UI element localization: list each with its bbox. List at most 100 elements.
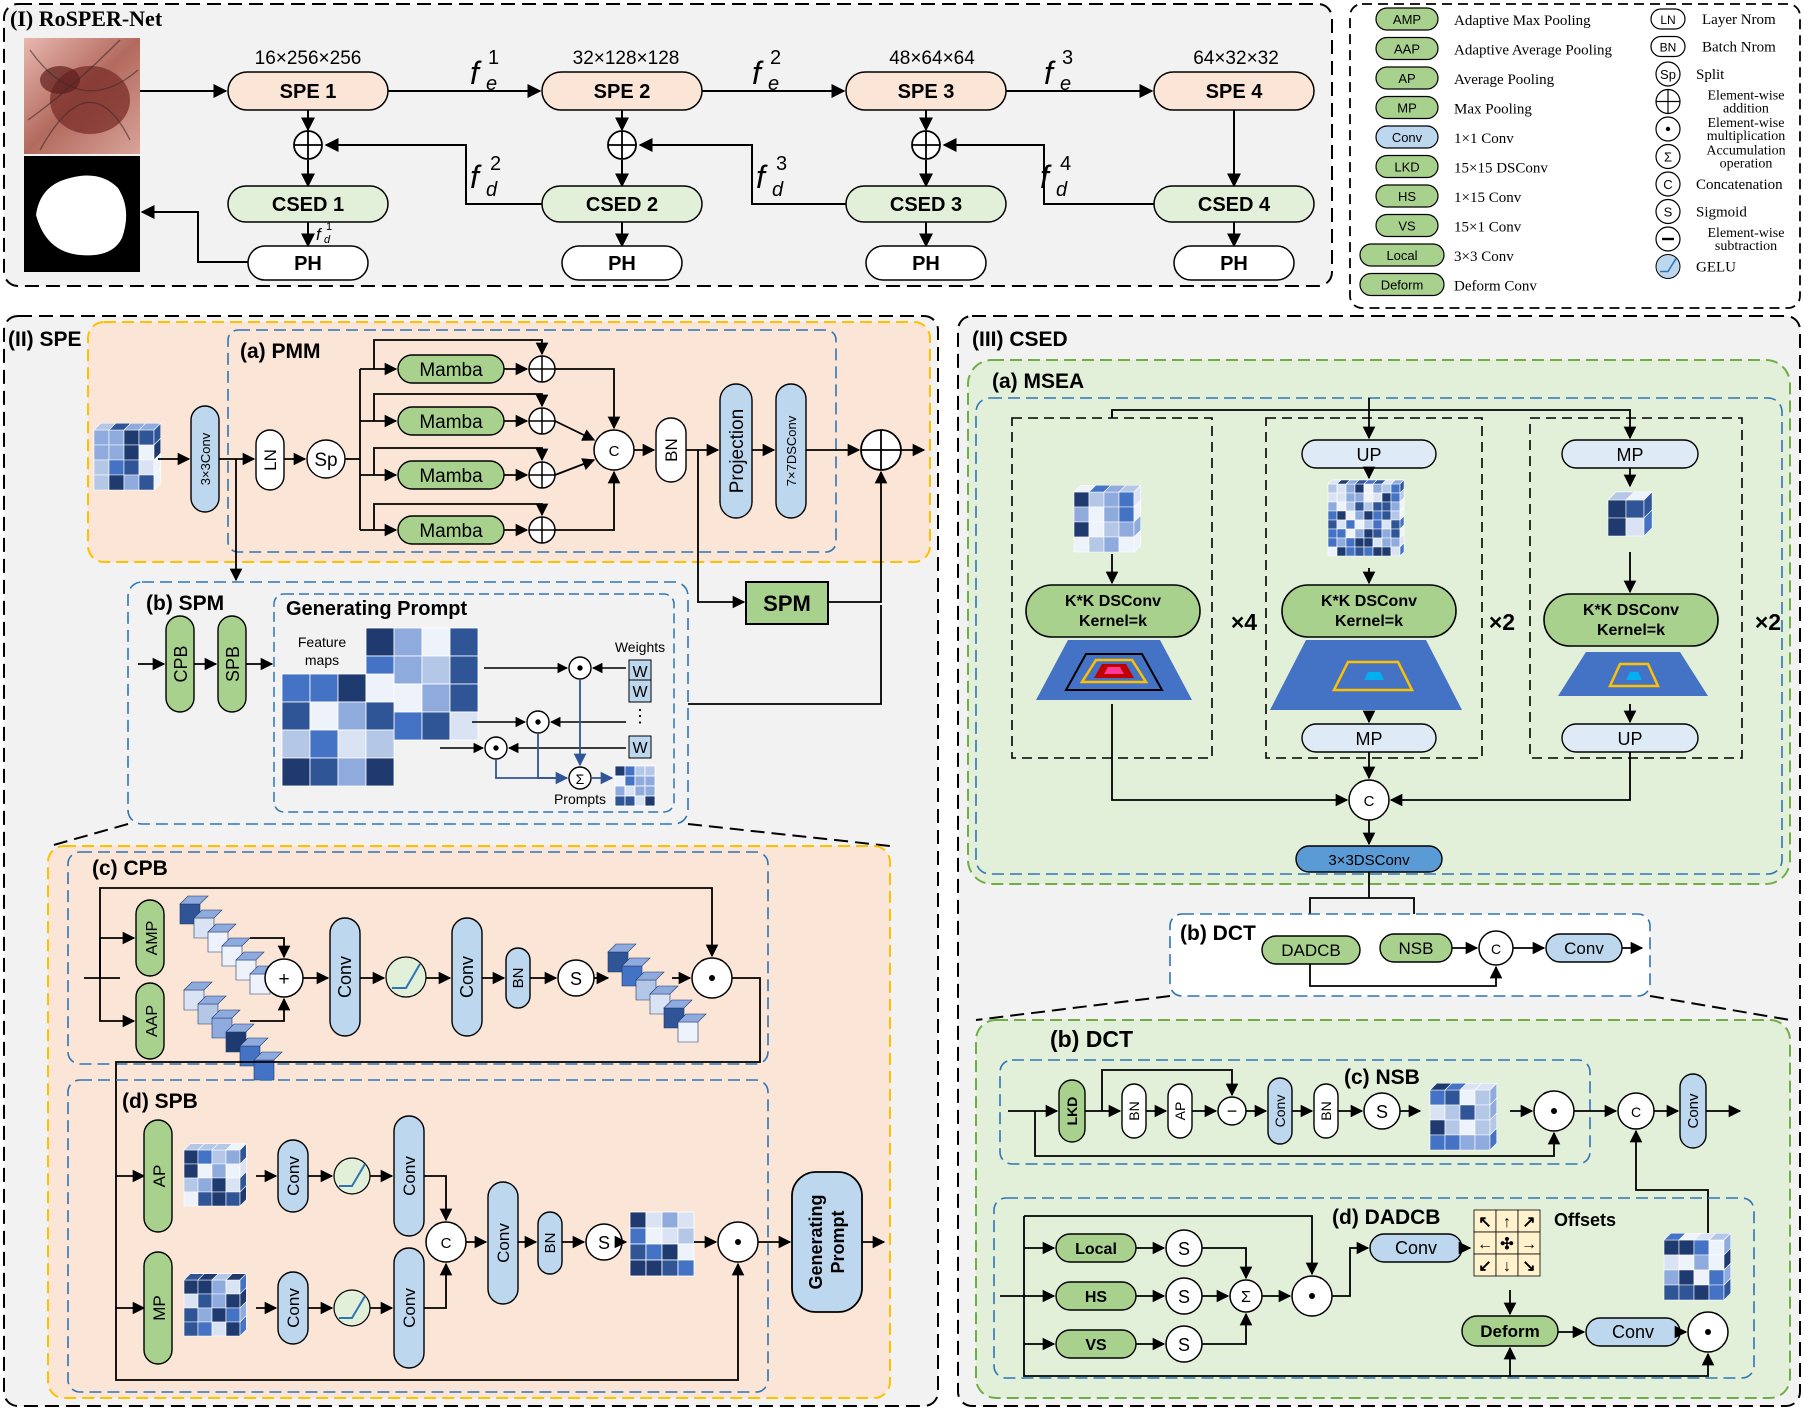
sum-circle	[568, 766, 592, 790]
spb-conv-5	[487, 1181, 519, 1305]
dadcb-arrows	[1000, 1215, 1715, 1377]
spe-3-label: SPE 3	[898, 81, 955, 103]
svg-text:C: C	[1364, 793, 1375, 810]
section-csed: (III) CSED (a) MSEA K*K DSConv Kernel=k …	[957, 315, 1801, 1407]
svg-text:GELU: GELU	[1696, 260, 1736, 276]
svg-text:e: e	[768, 73, 779, 95]
csed-blocks: CSED 1 CSED 2 CSED 3 CSED 4	[227, 185, 1315, 223]
dsconv7-label: 7×7DSConv	[784, 415, 799, 486]
svg-text:LKD: LKD	[1394, 160, 1419, 175]
svg-text:Conv: Conv	[1392, 130, 1423, 145]
svg-text:UP: UP	[1356, 445, 1381, 465]
svg-text:LKD: LKD	[1064, 1097, 1080, 1126]
pmm-output-add	[860, 429, 902, 471]
msea-title: (a) MSEA	[992, 370, 1084, 393]
dim-1: 16×256×256	[255, 48, 362, 69]
lesion-image	[24, 38, 140, 154]
amp-pill	[135, 899, 165, 977]
svg-text:d: d	[1056, 179, 1068, 201]
svg-text:3×3DSConv: 3×3DSConv	[1328, 852, 1410, 869]
branch-3-cube	[1607, 491, 1653, 537]
svg-text:AAP: AAP	[1394, 42, 1420, 57]
svg-text:15×15 DSConv: 15×15 DSConv	[1454, 161, 1548, 177]
gen-prompt-block-label-2: Prompt	[828, 1210, 848, 1273]
svg-text:Sigmoid: Sigmoid	[1696, 205, 1747, 221]
section-rosper-net: (I) RoSPER-Net SPE 1 SPE 2 SPE 3 SPE 4 1…	[3, 3, 1333, 287]
svg-text:←: ←	[1477, 1236, 1493, 1253]
cpb-conv-1-label: Conv	[335, 956, 355, 998]
kk-dsconv-1	[1025, 584, 1201, 638]
svg-text:2: 2	[490, 153, 501, 175]
cpb-gelu-icon	[385, 956, 427, 998]
svg-text:Σ: Σ	[1241, 1289, 1251, 1306]
gen-prompt-block	[791, 1171, 863, 1313]
svg-text:Concatenation: Concatenation	[1696, 177, 1783, 193]
spm-title: (b) SPM	[146, 592, 224, 615]
spb-gelu-2	[333, 1289, 371, 1327]
svg-text:Local: Local	[1075, 1241, 1117, 1258]
svg-text:2: 2	[770, 47, 781, 69]
svg-text:✣: ✣	[1500, 1236, 1514, 1253]
input-feature-cube	[93, 422, 162, 491]
legend-item-lkd: LKD 15×15 DSConv	[1375, 154, 1548, 179]
nsb-cube	[1429, 1082, 1498, 1151]
svg-text:↖: ↖	[1478, 1214, 1491, 1231]
cpb-conv-2-label: Conv	[457, 956, 477, 998]
svg-text:e: e	[1060, 73, 1071, 95]
svg-text:Conv: Conv	[1395, 1238, 1437, 1258]
mp-cube	[183, 1272, 248, 1337]
svg-text:Accumulation: Accumulation	[1706, 144, 1785, 159]
spb-attention-grid	[629, 1211, 695, 1277]
msea-branch-3	[1529, 417, 1743, 759]
msea-cubes	[1073, 479, 1653, 557]
svg-text:S: S	[1178, 1287, 1190, 1307]
spb-conv-3-label: Conv	[284, 1288, 303, 1328]
dadcb-pill	[1261, 935, 1361, 965]
nsb-cube	[1429, 1082, 1498, 1151]
svg-text:Deform: Deform	[1480, 1322, 1540, 1341]
spe-1-label: SPE 1	[280, 81, 337, 103]
kk-dsconv-2	[1281, 584, 1457, 638]
svg-text:C: C	[1663, 177, 1672, 192]
mamba-2-label: Mamba	[419, 412, 483, 433]
kernel-plane-1	[1036, 640, 1192, 700]
section-title: (I) RoSPER-Net	[10, 6, 163, 31]
svg-text:Element-wise: Element-wise	[1708, 116, 1785, 131]
spb-conv-5-label: Conv	[494, 1223, 513, 1263]
svg-text:AP: AP	[1398, 71, 1415, 86]
svg-text:Layer Nrom: Layer Nrom	[1702, 12, 1776, 28]
spb-ap-pill	[143, 1119, 173, 1233]
section-title: (III) CSED	[972, 328, 1068, 351]
svg-text:HS: HS	[1398, 189, 1416, 204]
offsets-label: Offsets	[1554, 1210, 1616, 1230]
svg-text:4: 4	[1060, 153, 1071, 175]
csed-2-label: CSED 2	[586, 194, 658, 216]
svg-text:BN: BN	[1318, 1101, 1334, 1120]
offsets-grid: ↖↑↗←✣→↙↓↘	[1473, 1209, 1541, 1277]
svg-text:↑: ↑	[1503, 1214, 1511, 1231]
svg-text:1×15 Conv: 1×15 Conv	[1454, 190, 1522, 206]
spb-sigmoid-label: S	[598, 1233, 610, 1253]
spb-concat-label: C	[441, 1235, 452, 1252]
svg-text:Conv: Conv	[1685, 1093, 1702, 1129]
msea-branch-2	[1265, 417, 1483, 759]
svg-text:3×3 Conv: 3×3 Conv	[1454, 249, 1514, 265]
svg-text:Local: Local	[1386, 248, 1417, 263]
segmentation-mask	[24, 156, 140, 272]
nsb-mult	[1533, 1090, 1575, 1132]
svg-text:S: S	[1178, 1335, 1190, 1355]
dadcb-mult-2	[1687, 1311, 1729, 1353]
dct-small-title: (b) DCT	[1180, 922, 1256, 945]
nsb-title: (c) NSB	[1344, 1066, 1420, 1089]
svg-text:W: W	[632, 684, 648, 701]
spb-conv-1-label: Conv	[284, 1156, 303, 1196]
spb-arrows	[115, 1169, 886, 1381]
